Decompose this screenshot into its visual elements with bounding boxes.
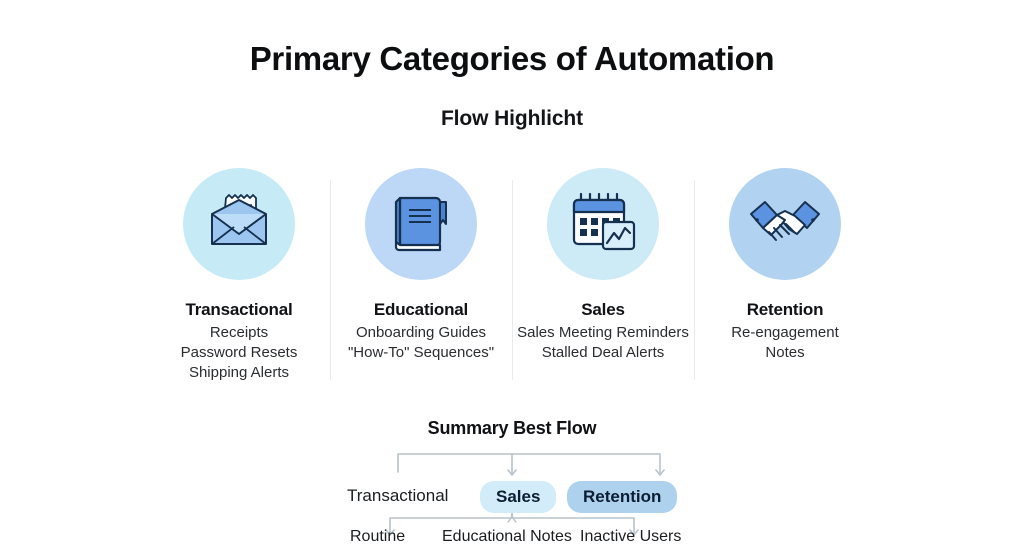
flow-leaf-routine: Routine [350,528,406,545]
calendar-chart-icon [567,190,639,259]
category-divider [694,180,695,380]
category-card-retention[interactable]: Retention Re-engagement Notes [694,168,876,363]
handshake-icon [747,194,823,255]
category-line: Stalled Deal Alerts [541,344,665,361]
category-card-transactional[interactable]: Transactional Receipts Password Resets S… [148,168,330,383]
category-line: Notes [765,344,805,361]
category-icon-circle [183,168,295,280]
category-line: Re-engagement [731,324,839,341]
flow-leaf-row: Routine Educational Notes Inactive Users [0,526,1024,552]
page-title: Primary Categories of Automation [249,40,775,77]
envelope-receipt-icon [204,192,274,257]
category-description: Sales Meeting Reminders Stalled Deal Ale… [512,323,694,363]
category-icon-circle [365,168,477,280]
page-subtitle: Flow Highlicht [440,107,584,130]
flow-node-transactional[interactable]: Transactional [347,486,449,505]
category-title: Retention [746,300,824,319]
category-description: Onboarding Guides "How-To" Sequences" [330,323,512,363]
flow-node-retention[interactable]: Retention [567,481,678,513]
category-card-sales[interactable]: Sales Sales Meeting Reminders Stalled De… [512,168,694,363]
category-card-educational[interactable]: Educational Onboarding Guides "How-To" S… [330,168,512,363]
category-line: Shipping Alerts [188,364,290,381]
category-title: Transactional [185,300,293,319]
categories-section: Transactional Receipts Password Resets S… [148,168,876,383]
category-divider [330,180,331,380]
category-description: Receipts Password Resets Shipping Alerts [148,323,330,383]
category-line: "How-To" Sequences" [347,344,495,361]
category-description: Re-engagement Notes [694,323,876,363]
category-line: Password Resets [180,344,298,361]
category-icon-circle [729,168,841,280]
summary-flow-section: Summary Best Flow Transaction [0,418,1024,559]
flow-connectors [330,444,694,559]
category-title: Educational [373,300,469,319]
category-icon-circle [547,168,659,280]
summary-title: Summary Best Flow [427,418,597,438]
category-title: Sales [581,300,625,319]
flow-node-row: Transactional Sales Retention [0,481,1024,513]
flow-leaf-inactive-users: Inactive Users [580,528,682,545]
category-line: Receipts [209,324,269,341]
category-line: Sales Meeting Reminders [517,324,689,341]
book-icon [390,190,452,259]
category-divider [512,180,513,380]
flow-node-sales[interactable]: Sales [480,481,557,513]
flow-leaf-educational-notes: Educational Notes [442,528,572,545]
category-line: Onboarding Guides [355,324,487,341]
